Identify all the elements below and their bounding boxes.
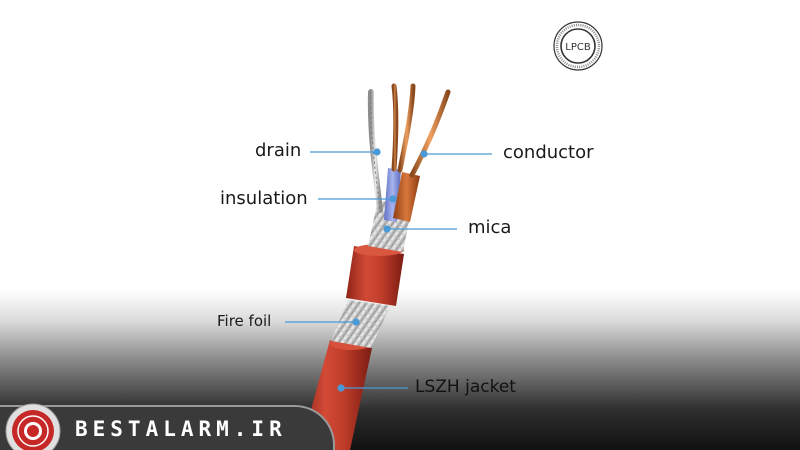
lpcb-certification-seal-icon: LPCB xyxy=(553,21,603,71)
fire-foil-braid xyxy=(331,300,390,348)
label-fire-foil: Fire foil xyxy=(217,312,272,330)
bestalarm-logo-icon xyxy=(5,403,61,450)
red-sleeve xyxy=(346,244,404,306)
lpcb-mark: LPCB xyxy=(565,42,591,53)
drain-wire xyxy=(367,89,383,213)
pointer-lines xyxy=(285,148,492,392)
orange-insulated-core xyxy=(393,83,451,222)
label-lszh-jacket: LSZH jacket xyxy=(415,377,516,397)
brand-name: BESTALARM.IR xyxy=(75,417,287,441)
label-mica: mica xyxy=(468,217,512,238)
label-insulation: insulation xyxy=(220,188,308,209)
label-drain: drain xyxy=(255,140,302,161)
label-conductor: conductor xyxy=(503,142,594,163)
